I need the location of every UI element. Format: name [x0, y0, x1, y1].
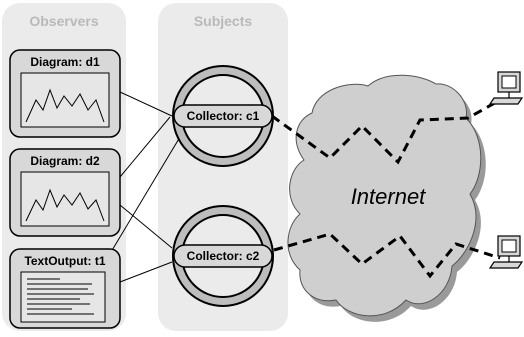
diagram-plot [20, 171, 110, 227]
card-title: TextOutput: t1 [24, 254, 105, 268]
collector-label-pill [173, 104, 273, 128]
collector-label: Collector: c1 [187, 109, 260, 123]
collector-label-pill [173, 244, 273, 268]
card-title: Diagram: d1 [30, 55, 100, 69]
link-d2-c1 [119, 116, 171, 178]
route-c2 [273, 232, 501, 279]
diagram-trace [25, 88, 105, 123]
internet-cloud [287, 74, 482, 317]
link-d1-c1 [119, 91, 173, 117]
link-d2-c2 [119, 204, 173, 249]
text-lines [27, 278, 94, 315]
network-routes [271, 98, 501, 279]
link-t1-c1 [104, 131, 184, 263]
link-t1-c2 [119, 261, 173, 283]
observer-card-d1[interactable]: Diagram: d1 [9, 49, 121, 138]
subject-collector-c2[interactable]: Collector: c2 [172, 205, 274, 307]
route-c1 [271, 98, 501, 165]
computer-icon [488, 71, 524, 105]
subject-collector-c1[interactable]: Collector: c1 [172, 65, 274, 167]
observers-column-title: Observers [29, 13, 98, 29]
observer-card-t1[interactable]: TextOutput: t1 [9, 248, 121, 329]
observer-subject-links [104, 91, 184, 283]
observer-card-d2[interactable]: Diagram: d2 [9, 148, 121, 237]
diagram-trace [25, 188, 105, 222]
computer-icon [488, 235, 524, 269]
card-title: Diagram: d2 [30, 154, 100, 168]
collector-label: Collector: c2 [187, 249, 260, 263]
internet-label: Internet [351, 184, 426, 209]
subjects-column-title: Subjects [194, 13, 253, 29]
